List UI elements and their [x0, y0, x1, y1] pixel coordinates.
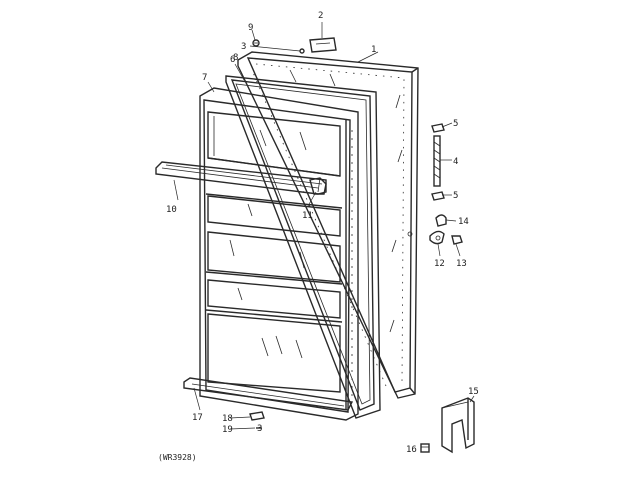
callout-15: 15 [468, 387, 479, 397]
liner-shelf-3 [207, 231, 341, 283]
door-gasket [225, 75, 381, 419]
inner-door-liner [199, 87, 359, 421]
plug-part-13 [451, 235, 463, 245]
callout-11: 11 [302, 211, 313, 221]
clip-lower [431, 191, 445, 201]
callout-5-upper: 5 [453, 119, 458, 129]
shelf-bar-end-cap [309, 177, 327, 195]
callout-8: 8 [233, 53, 238, 63]
callout-18: 18 [222, 414, 233, 424]
callout-12: 12 [434, 259, 445, 269]
callout-1: 1 [371, 45, 376, 55]
leader-lines [173, 22, 475, 430]
liner-shelf-4 [207, 279, 341, 319]
clip-upper [431, 123, 445, 133]
hinge-rod [433, 135, 441, 187]
liner-shelf-bottom [207, 313, 341, 393]
callout-4: 4 [453, 157, 458, 167]
latch-part-12 [429, 230, 445, 245]
bushing-part-16 [420, 443, 430, 453]
door-shelf-bar [155, 161, 327, 195]
callout-19: 19 [222, 425, 233, 435]
callout-17: 17 [192, 413, 203, 423]
callout-13: 13 [456, 259, 467, 269]
diagram-caption: (WR3928) [158, 453, 197, 462]
callout-14: 14 [458, 217, 469, 227]
callout-3-top: 3 [241, 42, 246, 52]
callout-5-lower: 5 [453, 191, 458, 201]
bottom-trim-strip [183, 377, 354, 411]
callout-7: 7 [202, 73, 207, 83]
callout-10: 10 [166, 205, 177, 215]
name-plate [309, 37, 337, 53]
clip-part-18 [249, 411, 265, 421]
callout-labels: 1 2 3 3 4 5 5 6 7 8 9 10 11 12 13 14 15 … [166, 11, 479, 455]
liner-shelf-top [207, 111, 341, 177]
callout-16: 16 [406, 445, 417, 455]
screw-part-9 [252, 39, 260, 47]
cover-block-part-15 [441, 397, 475, 454]
bracket-part-14 [435, 214, 447, 227]
callout-3-bottom: 3 [257, 424, 262, 434]
callout-6: 6 [230, 55, 235, 65]
liner-shelf-2 [207, 195, 341, 237]
screw-part-3-top [299, 48, 305, 54]
callout-9: 9 [248, 23, 253, 33]
callout-2: 2 [318, 11, 323, 21]
